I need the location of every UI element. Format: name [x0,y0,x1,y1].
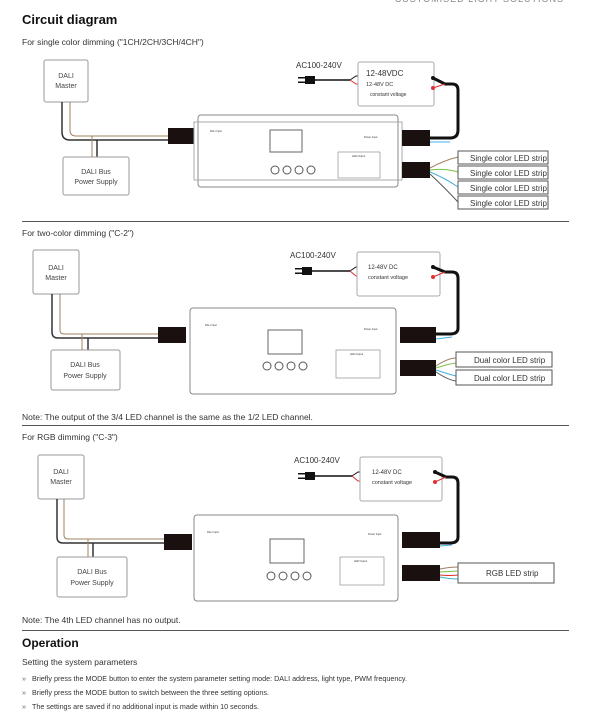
ac-input-label: AC100-240V [290,251,336,260]
dali-bus-line1: DALI Bus [77,569,107,576]
dali-bus-power-supply-box: DALI Bus Power Supply [50,349,121,391]
power-input-label: Power Input [364,328,378,331]
list-item: » Briefly press the MODE button to switch… [22,686,407,700]
section-divider [22,425,569,426]
dali-bus-power-supply-box: DALI Bus Power Supply [62,156,130,196]
list-item: » The settings are saved if no additional… [22,700,407,714]
psu-line3: constant voltage [370,92,407,98]
dali-bus-line2: Power Supply [70,580,114,587]
dali-bus-line2: Power Supply [74,179,118,186]
bullet-mark: » [22,688,26,697]
led-strip-label: RGB LED strip [486,569,539,578]
constant-voltage-psu-box: 12-48V DC constant voltage [359,456,443,502]
circuit-diagram-rgb: DALI Master DALI Bus Power Supply DALI I… [37,454,555,602]
dali-input-label: DALI Input [207,531,219,534]
bullet-mark: » [22,702,26,711]
dali-master-box: DALI Master [37,454,85,500]
led-strip-list: Single color LED strip Single color LED … [457,150,549,210]
dali-master-line2: Master [55,83,77,90]
psu-line1: 12-48V DC [372,470,402,476]
constant-voltage-psu-box: 12-48VDC 12-48V DC constant voltage [357,61,435,107]
plug-icon [298,472,352,480]
led-strip-list: RGB LED strip [457,562,555,584]
led-strip-label: Single color LED strip [470,199,547,208]
plug-icon [298,76,350,84]
power-input-label: Power Input [368,533,382,536]
note-rgb: Note: The 4th LED channel has no output. [22,615,181,625]
psu-line1: 12-48VDC [366,69,404,78]
led-output-label: LED Output [354,560,367,563]
dali-master-box: DALI Master [43,59,89,103]
led-strip-label: Single color LED strip [470,169,547,178]
dali-bus-line1: DALI Bus [81,169,111,176]
operation-bullets: » Briefly press the MODE button to enter … [22,672,407,714]
psu-line2: 12-48V DC [366,82,393,88]
dali-master-line2: Master [45,275,67,282]
note-two-color: Note: The output of the 3/4 LED channel … [22,412,313,422]
ac-input-label: AC100-240V [294,456,340,465]
circuit-diagram-single-color: DALI Master DALI Bus Power Supply DALI I… [43,59,549,210]
plug-icon [295,267,350,275]
led-output-label: LED Output [352,155,365,158]
led-strip-label: Dual color LED strip [474,356,546,365]
section-heading-single: For single color dimming ("1CH/2CH/3CH/4… [22,37,204,47]
power-input-label: Power Input [364,136,378,139]
operation-subtitle: Setting the system parameters [22,657,138,667]
operation-title: Operation [22,636,79,650]
bullet-mark: » [22,674,26,683]
constant-voltage-psu-box: 12-48V DC constant voltage [356,251,441,297]
dali-bus-power-supply-box: DALI Bus Power Supply [56,556,128,598]
psu-line1: 12-48V DC [368,265,398,271]
dali-master-box: DALI Master [32,249,80,295]
psu-line2: constant voltage [372,480,412,486]
dali-controller: DALI Input Power Input LED Output [164,514,440,602]
dali-controller: DALI Input Power Input LED Output [168,114,430,188]
led-output-label: LED Output [350,353,363,356]
dali-input-label: DALI Input [205,324,217,327]
led-strip-label: Dual color LED strip [474,374,546,383]
dali-master-line1: DALI [48,265,64,272]
dali-master-line1: DALI [58,73,74,80]
section-heading-two-color: For two-color dimming ("C-2") [22,228,134,238]
section-heading-rgb: For RGB dimming ("C-3") [22,432,118,442]
list-item: » Briefly press the MODE button to enter … [22,672,407,686]
circuit-diagram-two-color: DALI Master DALI Bus Power Supply DALI I… [32,249,553,395]
brand-tagline: CUSTOMISED LIGHT SOLUTIONS [395,0,564,4]
ac-input-label: AC100-240V [296,61,342,70]
dali-bus-line2: Power Supply [63,373,107,380]
section-divider [22,221,569,222]
dali-bus-line1: DALI Bus [70,362,100,369]
dali-input-label: DALI Input [210,130,222,133]
led-strip-list: Dual color LED strip Dual color LED stri… [455,351,553,386]
dali-master-line1: DALI [53,469,69,476]
page-title: Circuit diagram [22,12,118,27]
led-strip-label: Single color LED strip [470,154,547,163]
bullet-text: Briefly press the MODE button to enter t… [32,674,407,683]
psu-line2: constant voltage [368,275,408,281]
dali-master-line2: Master [50,479,72,486]
bullet-text: The settings are saved if no additional … [32,702,259,711]
led-strip-label: Single color LED strip [470,184,547,193]
dali-controller: DALI Input Power Input LED Output [158,307,436,395]
section-divider [22,630,569,631]
bullet-text: Briefly press the MODE button to switch … [32,688,269,697]
